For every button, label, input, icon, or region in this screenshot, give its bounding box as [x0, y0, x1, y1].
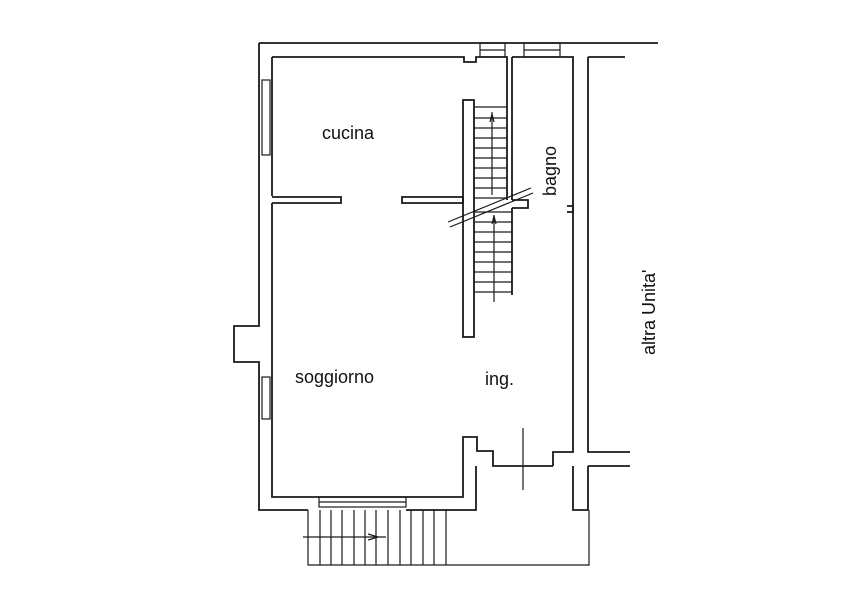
external-staircase — [303, 510, 590, 566]
room-label-other-unit: altra Unita' — [639, 270, 659, 355]
windows-top — [479, 42, 561, 58]
outer-walls — [233, 42, 658, 511]
room-label-entrance: ing. — [485, 369, 514, 389]
partitions — [272, 99, 574, 338]
room-label-living: soggiorno — [295, 367, 374, 387]
room-label-bathroom: bagno — [540, 146, 560, 196]
internal-staircase — [447, 106, 534, 302]
window-bottom — [318, 496, 407, 508]
windows-left — [261, 79, 271, 420]
room-label-kitchen: cucina — [322, 123, 375, 143]
